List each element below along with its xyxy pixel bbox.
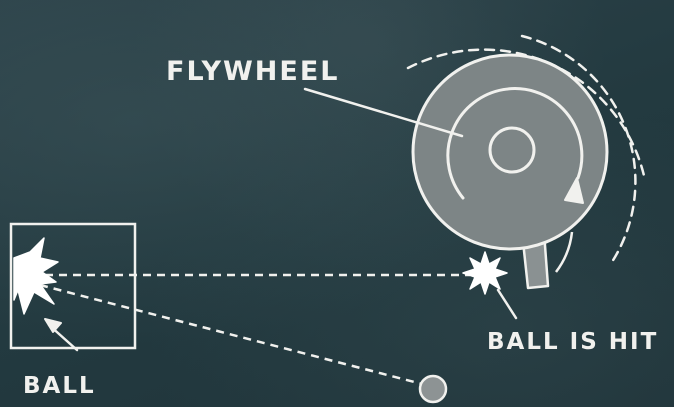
hit-burst-icon (463, 252, 507, 294)
ball-path-diagonal (40, 285, 426, 385)
paddle-trail-arc (556, 232, 572, 272)
flywheel-hub (490, 128, 534, 172)
ball-is-hit-leader-line (498, 290, 516, 318)
ball (420, 376, 446, 402)
flywheel-label: FLYWHEEL (166, 56, 339, 87)
ball-label: BALL (23, 373, 96, 399)
ball-is-hit-label: BALL IS HIT (487, 329, 658, 355)
ball-pointer-arrowhead-icon (45, 319, 61, 332)
